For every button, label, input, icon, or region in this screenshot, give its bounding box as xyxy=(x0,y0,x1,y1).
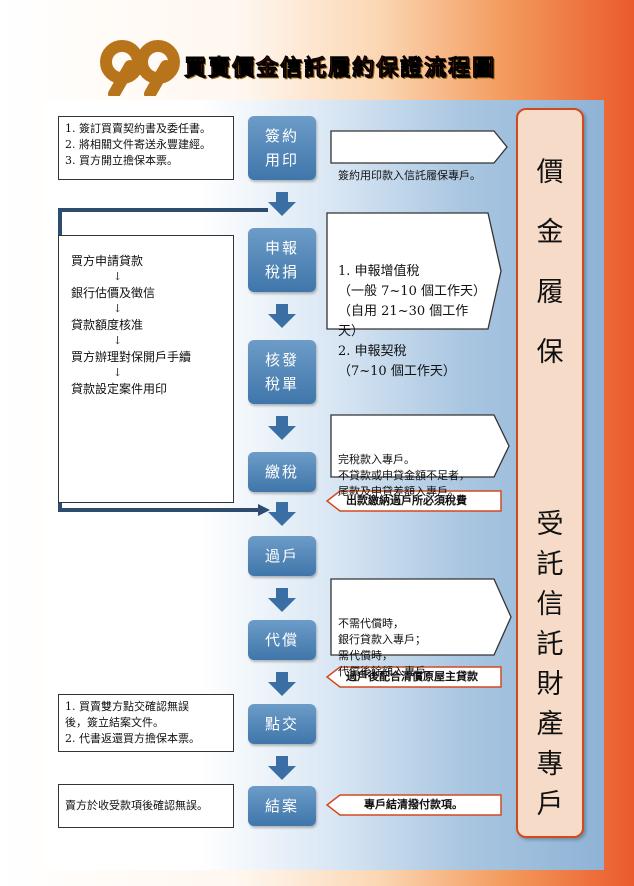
banner-char: 財 xyxy=(536,669,564,700)
company-logo: 99 xyxy=(100,40,180,96)
trust-account-banner: 價 金 履 保 受 託 信 託 財 產 專 戶 xyxy=(516,108,584,838)
step-ownership-transfer: 過戶 xyxy=(248,536,316,576)
loan-step-account-opening: 買方辦理對保開戶手續 xyxy=(71,350,192,364)
closing-tag-text: 專戶結清撥付款項。 xyxy=(364,798,463,811)
step-tax-payment: 繳稅 xyxy=(248,452,316,492)
down-arrow-icon: ↓ xyxy=(113,334,123,347)
banner-char: 價 xyxy=(536,157,564,188)
tax-declaration-text: 1. 申報增值稅 （一般 7~10 個工作天） （自用 21~30 個工作天） … xyxy=(338,264,486,379)
down-arrow-icon: ↓ xyxy=(113,366,123,379)
down-arrow-icon xyxy=(268,304,296,328)
tax-payment-note: 完稅款入專戶。 不貸款或申貸金額不足者， 尾款及申貸差額入專戶。 xyxy=(330,414,510,498)
banner-char: 專 xyxy=(536,749,564,780)
banner-char: 信 xyxy=(536,589,564,620)
down-arrow-icon: ↓ xyxy=(113,270,123,283)
loan-step-appraisal: 銀行估價及徵信 xyxy=(71,286,156,300)
payoff-text: 不需代償時， 銀行貸款入專戶； 需代償時， 代償後餘額入專戶。 xyxy=(338,617,437,678)
down-arrow-icon xyxy=(268,192,296,216)
step-tax-bill-issued: 核發 稅單 xyxy=(248,340,316,404)
down-arrow-icon: ↓ xyxy=(113,302,123,315)
banner-char: 金 xyxy=(536,217,564,248)
banner-char: 託 xyxy=(536,629,564,660)
loan-step-mortgage-seal: 貸款設定案件用印 xyxy=(71,382,168,396)
banner-char: 履 xyxy=(536,277,564,308)
down-arrow-icon xyxy=(268,672,296,696)
down-arrow-icon xyxy=(268,502,296,526)
down-arrow-icon xyxy=(268,756,296,780)
closing-tag: 專戶結清撥付款項。 xyxy=(326,794,502,816)
banner-char: 受 xyxy=(536,509,564,540)
payoff-tag-text: 過戶後配合清償原屋主貸款 xyxy=(346,670,478,683)
payoff-note: 不需代償時， 銀行貸款入專戶； 需代償時， 代償後餘額入專戶。 xyxy=(330,578,512,678)
page-title: 買賣價金信託履約保證流程圖 xyxy=(184,56,497,82)
loan-step-apply: 買方申請貸款 xyxy=(71,254,144,268)
banner-char: 戶 xyxy=(536,789,564,820)
handover-note: 1. 買賣雙方點交確認無誤 後，簽立結案文件。 2. 代書返還買方擔保本票。 xyxy=(58,694,234,752)
contract-steps-note: 1. 簽訂買賣契約書及委任書。 2. 將相關文件寄送永豐建經。 3. 買方開立擔… xyxy=(58,116,234,180)
contract-payment-text: 簽約用印款入信託履保專戶。 xyxy=(338,169,481,182)
loan-process-list: 買方申請貸款 ↓ 銀行估價及徵信 ↓ 貸款額度核准 ↓ 買方辦理對保開戶手續 ↓… xyxy=(58,235,234,503)
step-contract-signing: 簽約 用印 xyxy=(248,116,316,180)
step-loan-payoff: 代償 xyxy=(248,620,316,660)
banner-char: 保 xyxy=(536,337,564,368)
payoff-tag: 過戶後配合清償原屋主貸款 xyxy=(326,666,502,688)
step-tax-declaration: 申報 稅捐 xyxy=(248,228,316,292)
step-case-closing: 結案 xyxy=(248,786,316,826)
tax-declaration-note: 1. 申報增值稅 （一般 7~10 個工作天） （自用 21~30 個工作天） … xyxy=(326,212,502,379)
tax-expense-text: 出款繳納過戶所必須稅費 xyxy=(346,494,467,507)
loan-step-approval: 貸款額度核准 xyxy=(71,318,144,332)
tax-expense-tag: 出款繳納過戶所必須稅費 xyxy=(326,490,502,512)
contract-payment-note: 簽約用印款入信託履保專戶。 xyxy=(330,130,508,182)
tax-payment-text: 完稅款入專戶。 不貸款或申貸金額不足者， 尾款及申貸差額入專戶。 xyxy=(338,453,470,498)
banner-char: 產 xyxy=(536,709,564,740)
closing-note: 賣方於收受款項後確認無誤。 xyxy=(58,784,234,828)
down-arrow-icon xyxy=(268,416,296,440)
step-property-handover: 點交 xyxy=(248,704,316,744)
down-arrow-icon xyxy=(268,588,296,612)
banner-char: 託 xyxy=(536,549,564,580)
svg-text:99: 99 xyxy=(134,66,147,77)
